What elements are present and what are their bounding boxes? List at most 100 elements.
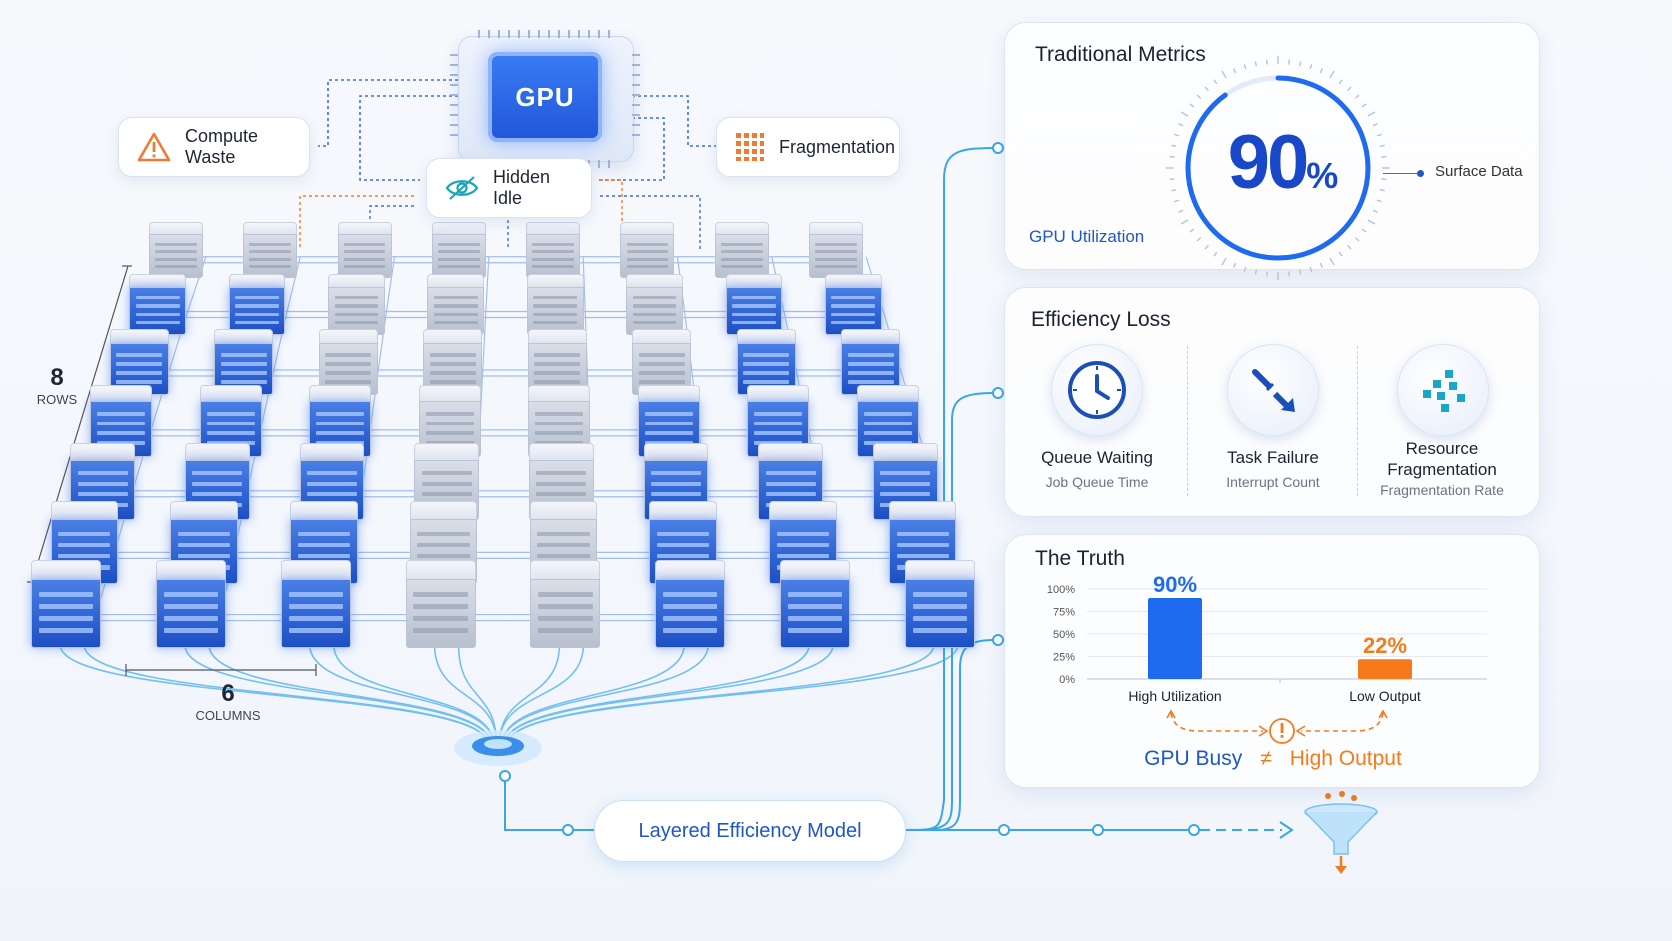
surface-data-line: [1383, 173, 1421, 174]
gpu-pin: [568, 30, 570, 38]
gpu-pin: [498, 30, 500, 38]
server-rack: [780, 560, 851, 648]
divider: [1357, 346, 1358, 496]
gauge-tick: [1347, 86, 1352, 92]
utilization-gauge: [1166, 56, 1390, 280]
gauge-tick: [1265, 59, 1268, 65]
gauge-tick: [1367, 219, 1376, 225]
bar-value-label: 90%: [1153, 572, 1197, 597]
server-rack: [714, 222, 769, 278]
server-rack: [825, 273, 882, 335]
efficiency-loss-title: Efficiency Loss: [1031, 308, 1171, 331]
wire-node: [992, 634, 1004, 646]
fragmentation-label: Fragmentation: [779, 136, 896, 157]
gpu-pin: [478, 30, 480, 38]
gauge-tick: [1319, 262, 1323, 268]
gpu-pin: [632, 124, 640, 126]
gauge-tick: [1169, 155, 1175, 158]
gpu-pin: [632, 74, 640, 76]
fragmentation-rate-sub: Fragmentation Rate: [1380, 482, 1504, 498]
gauge-tick: [1372, 123, 1378, 127]
fan-link: [498, 644, 585, 743]
gpu-pin: [608, 160, 610, 168]
server-rack: [405, 560, 476, 648]
the-truth-card: The Truth 100%75%50%25%0%90%High Utiliza…: [1004, 534, 1540, 788]
fragmentation-callout: Fragmentation: [716, 117, 900, 177]
wire-node: [499, 770, 511, 782]
gauge-tick: [1174, 199, 1180, 203]
gauge-tick: [1180, 111, 1189, 117]
truth-bar-chart: 100%75%50%25%0%90%High Utilization22%Low…: [1047, 572, 1487, 704]
gpu-pin: [450, 114, 458, 116]
gauge-tick: [1298, 61, 1302, 67]
gauge-tick: [1204, 86, 1209, 92]
surface-data-label: Surface Data: [1435, 163, 1523, 180]
server-rack: [526, 222, 581, 278]
task-failure-sub: Interrupt Count: [1226, 474, 1320, 490]
gpu-label: GPU: [488, 52, 602, 142]
gauge-tick: [1189, 103, 1195, 108]
gpu-pin: [508, 30, 510, 38]
gauge-tick: [1265, 271, 1268, 277]
compute-waste-label: Compute Waste: [185, 126, 259, 167]
columns-dimension: 6 COLUMNS: [180, 680, 276, 723]
wire-node: [1092, 824, 1104, 836]
utilization-value: 90%: [1223, 119, 1343, 206]
gauge-tick: [1379, 144, 1385, 148]
gauge-tick: [1288, 271, 1291, 277]
y-tick-label: 0%: [1059, 674, 1075, 686]
gpu-pin: [632, 84, 640, 86]
divider: [1187, 346, 1188, 496]
gauge-tick: [1254, 61, 1258, 67]
queue-waiting-sub: Job Queue Time: [1045, 474, 1149, 490]
gauge-tick: [1178, 123, 1184, 127]
gpu-pin: [558, 30, 560, 38]
server-rack: [129, 273, 186, 335]
gpu-pin: [518, 30, 520, 38]
server-rack: [526, 273, 584, 335]
gauge-tick: [1243, 266, 1247, 272]
gauge-tick: [1221, 257, 1227, 266]
gauge-tick: [1171, 144, 1177, 148]
fan-link: [308, 644, 495, 743]
compute-waste-callout: Compute Waste: [118, 117, 310, 177]
the-truth-title: The Truth: [1035, 547, 1125, 570]
gpu-pin: [632, 64, 640, 66]
not-equal-sign: ≠: [1260, 747, 1272, 770]
fan-link: [498, 644, 561, 743]
task-failure-label: Task Failure: [1227, 448, 1319, 467]
gauge-tick: [1189, 228, 1195, 233]
gauge-tick: [1169, 178, 1175, 181]
y-tick-label: 25%: [1053, 652, 1075, 664]
fan-link: [504, 644, 810, 743]
server-rack: [725, 273, 783, 335]
gpu-busy-text: GPU Busy: [1144, 747, 1243, 770]
fan-link: [433, 644, 498, 743]
gpu-pin: [450, 134, 458, 136]
server-rack: [155, 560, 226, 648]
bar-value-label: 22%: [1363, 633, 1407, 658]
gpu-pin: [450, 74, 458, 76]
gauge-tick: [1309, 64, 1313, 70]
server-rack: [228, 273, 286, 335]
y-tick-label: 100%: [1047, 584, 1075, 596]
fan-link: [332, 644, 495, 743]
gpu-pin: [450, 124, 458, 126]
gpu-pin: [632, 54, 640, 56]
gauge-tick: [1233, 262, 1237, 268]
gauge-tick: [1361, 103, 1367, 108]
server-rack: [328, 273, 385, 335]
gpu-pin: [632, 94, 640, 96]
fragment-blocks-icon: [1397, 344, 1489, 436]
gpu-pin: [632, 114, 640, 116]
broken-arrow-icon: [1227, 344, 1319, 436]
gauge-tick: [1196, 237, 1202, 242]
server-rack: [626, 273, 683, 335]
gauge-tick: [1329, 70, 1335, 79]
mismatch-connector: [1166, 709, 1388, 744]
gauge-tick: [1319, 68, 1323, 74]
fan-link: [457, 644, 498, 743]
gauge-tick: [1376, 133, 1382, 137]
gauge-tick: [1213, 79, 1218, 85]
wire-node: [998, 824, 1010, 836]
